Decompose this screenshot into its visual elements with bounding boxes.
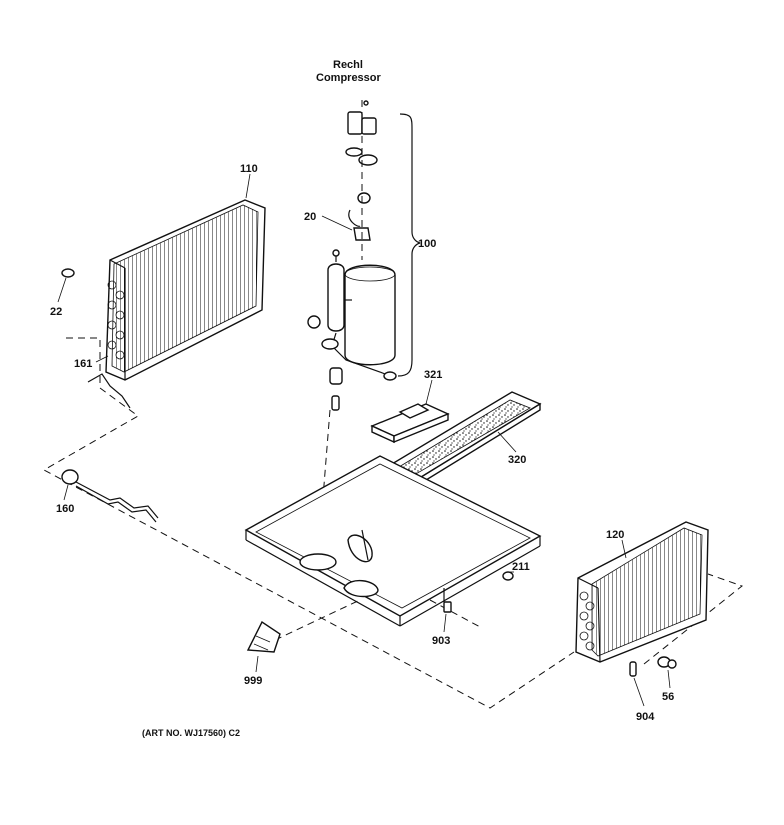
bracket-999 — [246, 620, 281, 653]
callout-211: 211 — [512, 561, 530, 573]
bracket-leader-line — [274, 599, 361, 641]
compressor-top-parts — [345, 100, 378, 260]
clip-211 — [502, 571, 514, 581]
art-number-caption: (ART NO. WJ17560) C2 — [142, 728, 240, 738]
compressor-title-line1: Rechl — [333, 59, 363, 71]
bracket-leader-line-right — [429, 599, 483, 629]
callout-22: 22 — [50, 306, 62, 318]
leader-120 — [621, 539, 627, 559]
callout-100: 100 — [418, 238, 436, 250]
brace-100 — [397, 113, 421, 377]
right-dashed-outline — [643, 573, 744, 665]
leader-20 — [321, 215, 353, 231]
capillary-tube-161 — [87, 373, 131, 409]
base-pan — [244, 455, 542, 627]
leader-903 — [443, 613, 447, 633]
compressor-title-line2: Compressor — [316, 72, 382, 84]
leader-22 — [57, 277, 67, 303]
callout-321: 321 — [424, 369, 442, 381]
leader-320 — [497, 431, 517, 453]
evaporator-coil — [105, 199, 266, 381]
callout-160: 160 — [56, 503, 74, 515]
leader-161 — [95, 355, 109, 363]
leader-321 — [425, 379, 433, 405]
leader-160 — [63, 484, 69, 501]
callout-903: 903 — [432, 635, 450, 647]
callout-56: 56 — [662, 691, 674, 703]
compressor-mount-parts — [329, 367, 343, 411]
leader-904 — [633, 677, 645, 707]
callout-904: 904 — [636, 711, 655, 723]
cover-plate-321 — [370, 403, 450, 444]
tube-assembly-160 — [61, 469, 159, 523]
left-dashed-outline — [42, 337, 575, 709]
leader-110 — [245, 173, 251, 199]
leader-999 — [255, 655, 259, 673]
callout-161: 161 — [74, 358, 92, 370]
grommet-22 — [61, 268, 75, 278]
callout-999: 999 — [244, 675, 262, 687]
condenser-coil — [575, 521, 709, 663]
callout-20: 20 — [304, 211, 316, 223]
callout-110: 110 — [240, 163, 258, 175]
nut-56 — [657, 656, 677, 669]
leader-56 — [667, 669, 671, 689]
screw-903 — [443, 588, 452, 613]
callout-120: 120 — [606, 529, 624, 541]
fastener-904 — [629, 661, 637, 677]
compressor-body — [307, 249, 397, 381]
callout-320: 320 — [508, 454, 526, 466]
